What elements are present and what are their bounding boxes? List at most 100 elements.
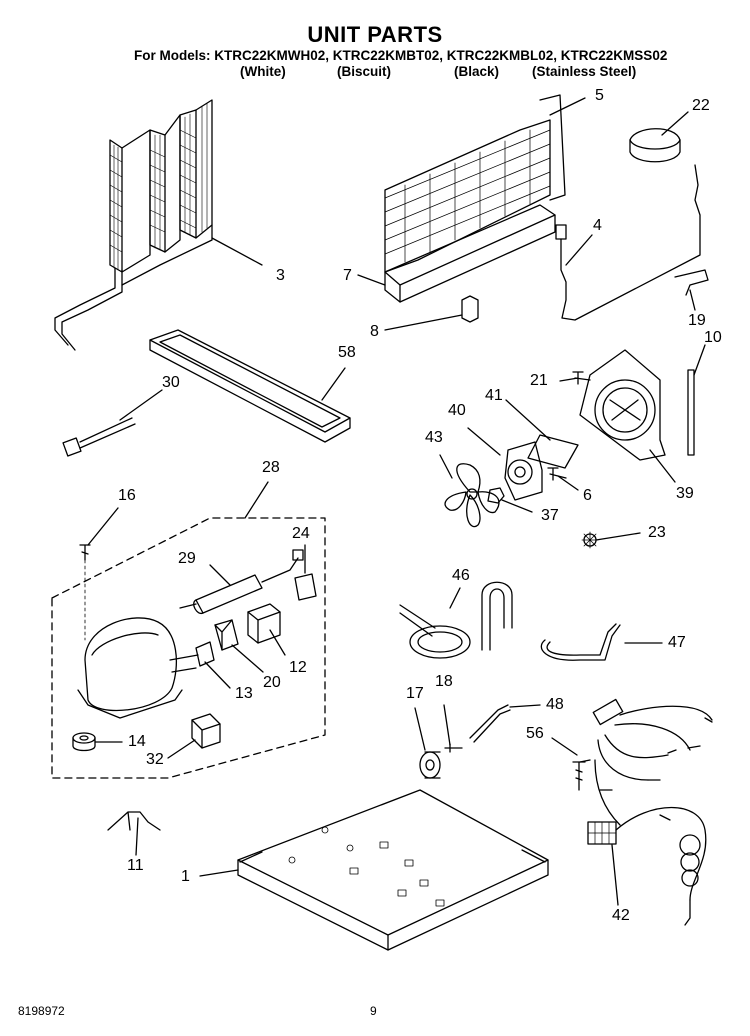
drain-pan (149, 329, 351, 443)
page-title: UNIT PARTS (307, 22, 443, 47)
leader-11 (135, 817, 139, 856)
leader-23 (595, 532, 641, 541)
filter-tube (179, 549, 304, 615)
overload-24 (294, 573, 317, 601)
page-number: 9 (370, 1004, 377, 1018)
capacitor-32 (191, 713, 221, 749)
callout-1: 1 (181, 868, 190, 885)
callout-5: 5 (595, 87, 604, 104)
compressor (77, 617, 199, 719)
callout-19: 19 (688, 312, 706, 329)
fan-blade (444, 463, 500, 528)
leader-21 (559, 377, 579, 382)
fan-shroud (579, 349, 666, 461)
evaporator (384, 94, 566, 273)
callout-14: 14 (128, 733, 146, 750)
leader-3 (211, 237, 263, 266)
wiring-harness (579, 698, 713, 926)
leader-22 (661, 111, 689, 136)
mounting-plate (527, 434, 579, 469)
wheel-17 (419, 751, 441, 779)
leader-10 (693, 344, 706, 376)
leader-29 (209, 564, 231, 586)
bracket-part (674, 269, 709, 296)
callout-30: 30 (162, 374, 180, 391)
callout-18: 18 (435, 673, 453, 690)
callout-21: 21 (530, 372, 548, 389)
cap-part (629, 128, 681, 163)
color-stainless: (Stainless Steel) (532, 64, 637, 79)
leader-58 (321, 367, 346, 401)
leader-8 (384, 314, 463, 331)
callout-47: 47 (668, 634, 686, 651)
callout-12: 12 (289, 659, 307, 676)
leader-17 (414, 707, 426, 751)
leader-5 (549, 97, 586, 116)
callout-48: 48 (546, 696, 564, 713)
wire-47 (540, 623, 621, 661)
color-white: (White) (240, 64, 286, 79)
compressor-group-boundary (51, 517, 326, 779)
relay-12 (247, 603, 281, 644)
leader-7 (357, 274, 386, 286)
callout-10: 10 (704, 329, 722, 346)
callout-7: 7 (343, 267, 352, 284)
leader-20 (231, 644, 264, 673)
screw-16 (79, 544, 91, 561)
leader-39 (649, 449, 676, 483)
callout-3: 3 (276, 267, 285, 284)
strip-part (687, 369, 695, 456)
callout-41: 41 (485, 387, 503, 404)
callout-16: 16 (118, 487, 136, 504)
drain-tube (399, 581, 513, 659)
leader-40 (467, 427, 501, 456)
leader-41 (505, 399, 551, 441)
callout-28: 28 (262, 459, 280, 476)
callout-22: 22 (692, 97, 710, 114)
leader-4 (565, 234, 593, 266)
leader-37 (501, 499, 533, 513)
base-pan (237, 789, 549, 951)
leader-18 (443, 704, 451, 746)
callout-37: 37 (541, 507, 559, 524)
leader-28 (244, 481, 269, 519)
callout-39: 39 (676, 485, 694, 502)
color-biscuit: (Biscuit) (337, 64, 391, 79)
leader-6 (557, 475, 579, 491)
models-line: For Models: KTRC22KMWH02, KTRC22KMBT02, … (134, 48, 668, 63)
leader-16 (87, 507, 119, 546)
callout-17: 17 (406, 685, 424, 702)
leader-43 (439, 454, 453, 479)
condenser-coil (54, 99, 213, 351)
callout-58: 58 (338, 344, 356, 361)
drain-trough (384, 204, 556, 303)
leader-13 (204, 661, 231, 689)
callout-32: 32 (146, 751, 164, 768)
clip-11 (107, 811, 161, 831)
document-number: 8198972 (18, 1004, 65, 1018)
screw-18 (444, 743, 463, 753)
callout-20: 20 (263, 674, 281, 691)
start-device-20 (214, 619, 239, 651)
callout-11: 11 (127, 857, 144, 874)
leader-46 (449, 587, 461, 609)
leader-1 (199, 869, 239, 877)
callout-42: 42 (612, 907, 630, 924)
leader-12 (269, 629, 286, 656)
terminal-cover-13 (195, 641, 215, 667)
leader-56 (551, 737, 578, 756)
leader-48 (509, 704, 541, 708)
callout-40: 40 (448, 402, 466, 419)
callout-29: 29 (178, 550, 196, 567)
leader-32 (167, 739, 196, 759)
screw-6 (547, 467, 567, 481)
color-black: (Black) (454, 64, 500, 79)
screw-56 (572, 761, 586, 791)
fan-motor (504, 441, 543, 501)
nut-37 (487, 487, 505, 504)
grommet-14 (72, 732, 96, 752)
tube-48 (469, 704, 511, 743)
callout-6: 6 (583, 487, 592, 504)
leader-30 (119, 389, 163, 421)
